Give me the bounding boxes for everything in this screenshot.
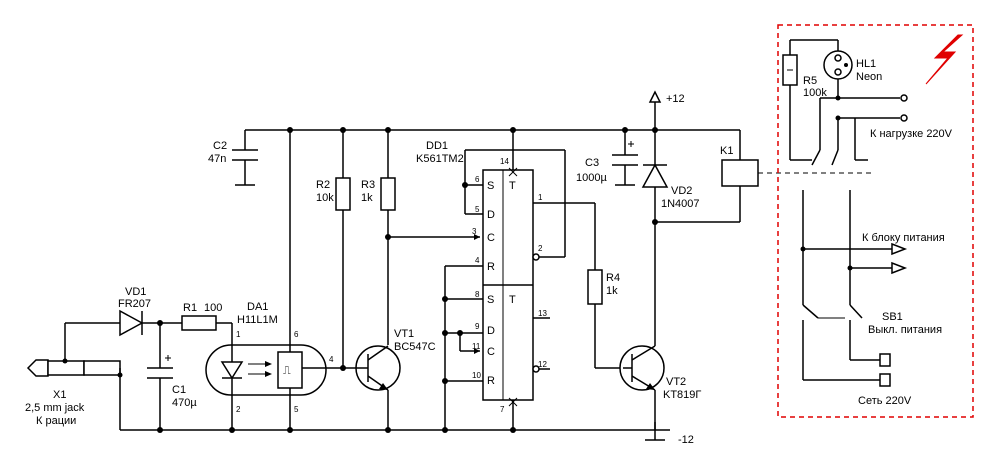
- c1-name: C1: [172, 384, 186, 396]
- resistor-r2: R2 10k: [316, 127, 351, 368]
- pin-14: 14: [500, 157, 509, 166]
- capacitor-c3: C3 1000µ: [576, 127, 638, 186]
- jack-x1: X1 2,5 mm jack К рации: [25, 323, 123, 430]
- trigger1-d: D: [487, 209, 495, 221]
- r1-name: R1: [183, 302, 197, 314]
- lightning-icon: [925, 34, 964, 85]
- psu-terminals: К блоку питания: [800, 232, 945, 275]
- da1-pin-1: 1: [236, 330, 241, 339]
- transistor-vt1: VT1 BC547C: [340, 328, 436, 433]
- minus12-label: -12: [678, 434, 694, 446]
- x1-desc-1: 2,5 mm jack: [25, 402, 85, 414]
- vt2-name: VT2: [666, 376, 686, 388]
- pin-3: 3: [472, 227, 477, 236]
- c3-value: 1000µ: [576, 172, 607, 184]
- mains-input: Сеть 220V: [803, 353, 912, 407]
- da1-pin-6: 6: [294, 330, 299, 339]
- transistor-vt2: VT2 KT819Г: [619, 345, 701, 430]
- trigger2-c: C: [487, 346, 495, 358]
- trigger2-t: T: [509, 294, 516, 306]
- r4-value: 1k: [606, 285, 618, 297]
- trigger1-c: C: [487, 232, 495, 244]
- da1-name: DA1: [247, 301, 268, 313]
- trigger2-s: S: [487, 294, 494, 306]
- pin-2: 2: [538, 244, 543, 253]
- pin-5: 5: [475, 205, 480, 214]
- capacitor-c1: C1 470µ: [147, 323, 197, 433]
- c1-value: 470µ: [172, 397, 197, 409]
- plus12-supply: +12: [648, 90, 685, 133]
- relay-contacts: [800, 149, 868, 305]
- vd1-type: FR207: [118, 298, 151, 310]
- r1-value: 100: [204, 302, 222, 314]
- resistor-r4: R4 1k: [587, 269, 623, 369]
- sb1-name: SB1: [882, 311, 903, 323]
- diode-vd1: VD1 FR207: [65, 286, 160, 337]
- pin-4: 4: [475, 256, 480, 265]
- da1-pin-2: 2: [236, 405, 241, 414]
- c3-name: C3: [585, 157, 599, 169]
- r3-name: R3: [361, 179, 375, 191]
- relay-k1: K1: [655, 130, 875, 223]
- x1-name: X1: [53, 389, 66, 401]
- hl1-type: Neon: [856, 71, 882, 83]
- vt1-name: VT1: [394, 328, 414, 340]
- vd1-name: VD1: [125, 286, 146, 298]
- vd2-type: 1N4007: [661, 198, 700, 210]
- pin-1: 1: [538, 193, 543, 202]
- switch-sb1: SB1 Выкл. питания: [802, 304, 942, 380]
- vt2-type: KT819Г: [663, 389, 701, 401]
- schmitt-symbol: ⎍: [283, 365, 291, 377]
- da1-pin-4: 4: [329, 355, 334, 364]
- pin-9: 9: [475, 322, 480, 331]
- trigger1-r: R: [487, 261, 495, 273]
- psu-label: К блоку питания: [862, 232, 945, 244]
- hl1-name: HL1: [856, 58, 876, 70]
- pin-6: 6: [475, 175, 480, 184]
- sb1-desc: Выкл. питания: [868, 324, 942, 336]
- da1-pin-5: 5: [294, 405, 299, 414]
- k1-name: K1: [720, 145, 733, 157]
- chip-dd1: DD1 K561TM2 S D C R T S D C R T 6 5 3 4 …: [416, 140, 547, 414]
- c2-value: 47n: [208, 153, 226, 165]
- hv-enclosure: [777, 24, 974, 418]
- pin-11: 11: [472, 342, 481, 351]
- r3-value: 1k: [361, 192, 373, 204]
- resistor-r1: R1 100: [157, 302, 233, 331]
- optocoupler-da1: ⎍ DA1 H11L1M 1 2 6 5 4: [205, 301, 343, 433]
- r5-value: 100k: [803, 87, 827, 99]
- pin-8: 8: [475, 290, 480, 299]
- dd1-name: DD1: [426, 140, 448, 152]
- da1-type: H11L1M: [237, 314, 278, 326]
- pin-7: 7: [500, 405, 505, 414]
- vt1-type: BC547C: [394, 341, 436, 353]
- bottom-rail: -12: [120, 422, 694, 446]
- trigger1-t: T: [509, 180, 516, 192]
- x1-desc-2: К рации: [36, 415, 76, 427]
- r2-name: R2: [316, 179, 330, 191]
- trigger2-d: D: [487, 325, 495, 337]
- vd2-name: VD2: [671, 185, 692, 197]
- pin-10: 10: [472, 371, 481, 380]
- pin-12: 12: [538, 360, 547, 369]
- r2-value: 10k: [316, 192, 334, 204]
- resistor-r5: R5 100k: [782, 39, 830, 161]
- mains-label: Сеть 220V: [858, 395, 912, 407]
- load-label: К нагрузке 220V: [870, 128, 953, 140]
- c2-name: C2: [213, 140, 227, 152]
- r5-name: R5: [803, 75, 817, 87]
- trigger2-r: R: [487, 375, 495, 387]
- plus12-label: +12: [666, 93, 685, 105]
- capacitor-c2: C2 47n: [208, 130, 258, 186]
- pin-13: 13: [538, 309, 547, 318]
- dd1-type: K561TM2: [416, 153, 464, 165]
- r4-name: R4: [606, 272, 620, 284]
- neon-hl1: HL1 Neon: [823, 39, 882, 98]
- trigger1-s: S: [487, 180, 494, 192]
- diode-vd2: VD2 1N4007: [641, 130, 700, 222]
- resistor-r3: R3 1k: [361, 127, 396, 345]
- load-terminals: К нагрузке 220V: [819, 94, 953, 160]
